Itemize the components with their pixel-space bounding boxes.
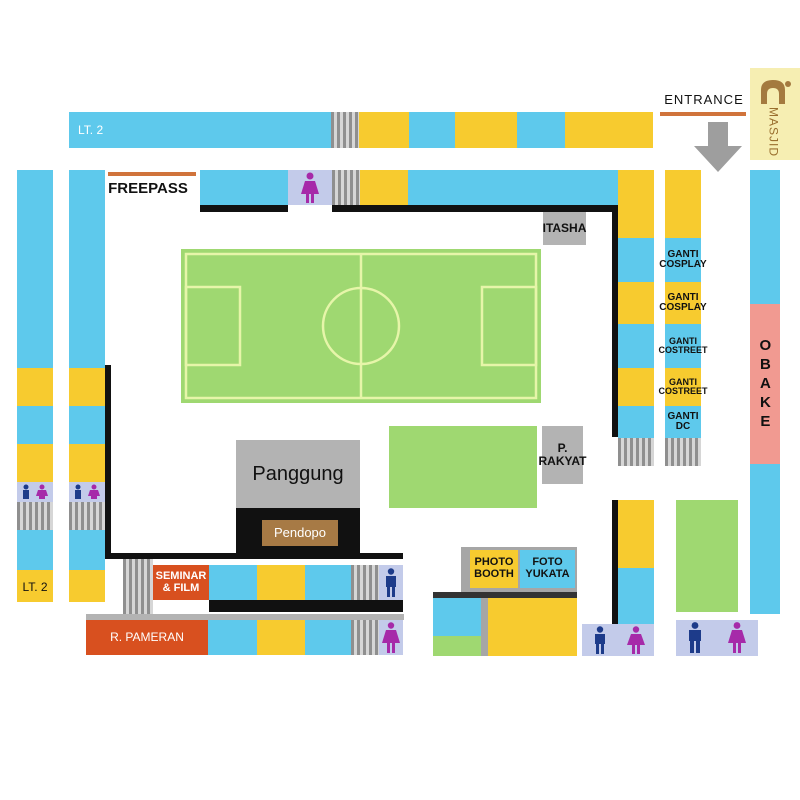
stairs-icon: [332, 170, 360, 205]
lt2-bottom-label: LT. 2: [22, 579, 48, 594]
booth-yellow: [69, 368, 105, 406]
entrance-line: [660, 112, 746, 116]
female-restroom-icon: [627, 626, 645, 654]
freepass-label: FREEPASS: [108, 180, 188, 198]
wall: [105, 365, 111, 559]
ganti-costreet-room[interactable]: GANTI COSTREET: [659, 324, 708, 368]
booth-yellow: [618, 282, 654, 324]
booth-blue: [433, 598, 481, 636]
male-restroom-icon: [75, 484, 100, 499]
booth-blue: [69, 406, 105, 444]
freepass-line: [108, 172, 196, 176]
stairs-icon: [331, 112, 359, 148]
booth-blue: [209, 565, 257, 600]
booth-blue: [17, 170, 53, 368]
seminar-film-room[interactable]: SEMINAR & FILM: [153, 565, 209, 600]
booth-blue: [408, 170, 618, 205]
ganti-dc-room[interactable]: GANTI DC: [665, 406, 701, 438]
masjid-label: MASJID: [766, 106, 781, 157]
mosque-icon: [761, 80, 791, 104]
lt2-top-label: LT. 2: [78, 122, 104, 137]
booth-yellow: [565, 112, 653, 148]
stairs-icon: [351, 620, 379, 655]
female-restroom-icon: [728, 622, 746, 653]
pendopo-area[interactable]: Pendopo: [262, 520, 338, 546]
obake-area[interactable]: OBAKE: [750, 304, 780, 464]
male-restroom-icon: [23, 484, 48, 499]
male-restroom-icon: [595, 626, 605, 654]
booth-yellow: [69, 444, 105, 482]
booth-blue: [208, 620, 257, 655]
wall: [123, 553, 403, 559]
wall: [332, 205, 618, 212]
booth-blue: [618, 568, 654, 624]
ganti-cosplay-room[interactable]: GANTI COSPLAY: [659, 282, 707, 324]
booth-blue: [69, 530, 105, 570]
booth-yellow: [17, 368, 53, 406]
booth-blue: [305, 620, 351, 655]
wall: [200, 205, 288, 212]
p-rakyat-area[interactable]: P. RAKYAT: [539, 426, 587, 484]
stairs-icon: [618, 438, 654, 466]
wall: [433, 592, 577, 598]
ganti-cosplay-room[interactable]: GANTI COSPLAY: [659, 238, 707, 282]
stairs-icon: [665, 438, 701, 466]
wall: [209, 600, 403, 612]
booth-yellow: [360, 170, 408, 205]
booth-blue: [618, 406, 654, 438]
entrance-label: ENTRANCE: [664, 92, 744, 108]
panggung-stage[interactable]: Panggung: [236, 440, 360, 508]
booth-yellow: [257, 620, 305, 655]
booth-blue: [517, 112, 565, 148]
soccer-field-icon: [181, 249, 541, 403]
booth-yellow: [488, 598, 577, 656]
booth-yellow: [359, 112, 409, 148]
booth-yellow: [17, 444, 53, 482]
booth-yellow: [618, 500, 654, 568]
green-area: [676, 500, 738, 612]
booth-yellow: [618, 368, 654, 406]
booth-blue: [305, 565, 351, 600]
stairs-icon: [17, 502, 53, 530]
wall-gray: [481, 598, 488, 656]
green-area: [433, 636, 481, 656]
booth-blue: [750, 464, 780, 614]
stairs-icon: [123, 559, 153, 614]
ganti-costreet-room[interactable]: GANTI COSTREET: [659, 368, 708, 406]
photo-booth[interactable]: PHOTO BOOTH: [470, 550, 518, 588]
lt2-top-corridor: [69, 112, 331, 148]
green-area: [389, 426, 537, 508]
itasha-area[interactable]: ITASHA: [543, 212, 586, 245]
pameran-room[interactable]: R. PAMERAN: [86, 620, 208, 655]
booth-blue: [200, 170, 288, 205]
female-restroom-icon: [382, 622, 400, 653]
booth-yellow: [618, 170, 654, 238]
booth-blue: [618, 238, 654, 282]
down-arrow-icon: [694, 122, 742, 172]
booth-blue: [17, 530, 53, 570]
wall: [612, 500, 618, 624]
male-restroom-icon: [386, 568, 396, 597]
booth-yellow: [455, 112, 517, 148]
booth-yellow: [257, 565, 305, 600]
booth-blue: [409, 112, 455, 148]
booth-blue: [69, 170, 105, 368]
booth-blue: [750, 170, 780, 304]
wall-gray: [86, 614, 404, 620]
booth-blue: [17, 406, 53, 444]
booth-yellow: [69, 570, 105, 602]
male-restroom-icon: [689, 622, 701, 653]
female-restroom-icon: [301, 172, 319, 203]
wall: [612, 205, 618, 437]
stairs-icon: [351, 565, 379, 600]
stairs-icon: [69, 502, 105, 530]
booth-yellow: [665, 170, 701, 238]
wall: [105, 553, 123, 559]
foto-yukata[interactable]: FOTO YUKATA: [520, 550, 575, 588]
booth-yellow: [17, 570, 53, 602]
booth-blue: [618, 324, 654, 368]
